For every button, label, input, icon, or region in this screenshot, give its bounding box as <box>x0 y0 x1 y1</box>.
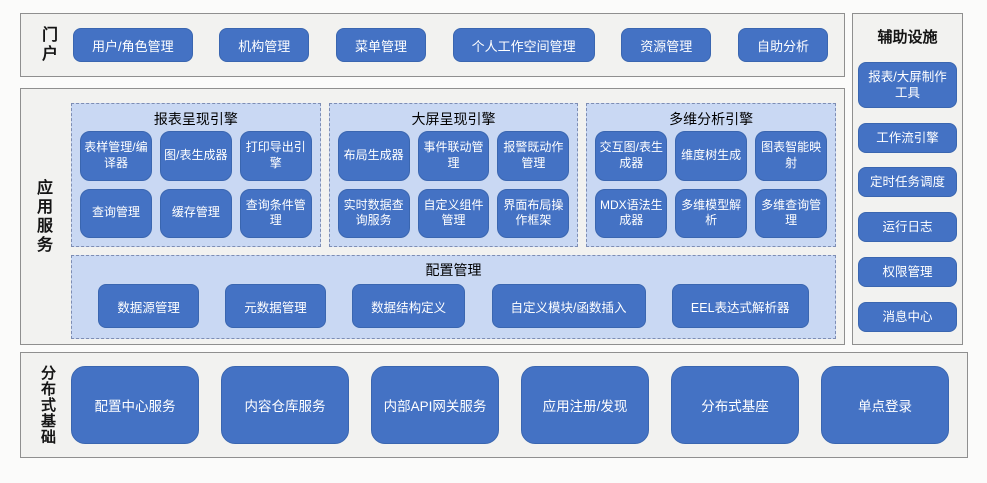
engine-button-multidim-model-parse[interactable]: 多维模型解析 <box>675 188 748 238</box>
portal-section-label: 门户 <box>39 26 56 64</box>
olap-engine-panel: 多维分析引擎 交互图/表生成器 维度树生成 图表智能映射 MDX语法生成器 多维… <box>586 103 837 247</box>
engine-button-style-mgmt-compiler[interactable]: 表样管理/编译器 <box>80 131 152 181</box>
engine-button-query-mgmt[interactable]: 查询管理 <box>80 188 152 238</box>
aux-button-message-center[interactable]: 消息中心 <box>858 301 957 332</box>
bigscreen-engine-grid: 布局生成器 事件联动管理 报警既动作管理 实时数据查询服务 自定义组件管理 界面… <box>337 131 570 238</box>
portal-button-menu-mgmt[interactable]: 菜单管理 <box>335 28 426 62</box>
engine-button-multidim-query-mgmt[interactable]: 多维查询管理 <box>755 188 828 238</box>
engine-button-print-export[interactable]: 打印导出引擎 <box>239 131 312 181</box>
aux-button-workflow-engine[interactable]: 工作流引擎 <box>858 122 957 153</box>
dist-button-single-sign-on[interactable]: 单点登录 <box>821 366 949 444</box>
config-button-metadata-mgmt[interactable]: 元数据管理 <box>225 284 326 328</box>
report-engine-title: 报表呈现引擎 <box>153 111 238 127</box>
engine-button-smart-chart-mapping[interactable]: 图表智能映射 <box>755 131 828 181</box>
config-mgmt-title: 配置管理 <box>425 262 482 278</box>
portal-button-workspace-mgmt[interactable]: 个人工作空间管理 <box>452 28 595 62</box>
portal-button-org-mgmt[interactable]: 机构管理 <box>219 28 310 62</box>
engine-button-layout-generator[interactable]: 布局生成器 <box>337 131 410 181</box>
app-services-section: 应用服务 报表呈现引擎 表样管理/编译器 图/表生成器 打印导出引擎 查询管理 … <box>20 88 845 345</box>
config-mgmt-panel: 配置管理 数据源管理 元数据管理 数据结构定义 自定义模块/函数插入 EEL表达… <box>71 255 836 339</box>
engine-button-interactive-chart-generator[interactable]: 交互图/表生成器 <box>595 131 668 181</box>
config-button-custom-module-function[interactable]: 自定义模块/函数插入 <box>491 284 646 328</box>
olap-engine-grid: 交互图/表生成器 维度树生成 图表智能映射 MDX语法生成器 多维模型解析 多维… <box>595 131 828 238</box>
engine-button-ui-layout-framework[interactable]: 界面布局操作框架 <box>497 188 570 238</box>
engine-button-query-condition-mgmt[interactable]: 查询条件管理 <box>239 188 312 238</box>
distributed-section-label: 分布式基础 <box>39 365 56 445</box>
dist-button-distributed-base[interactable]: 分布式基座 <box>671 366 799 444</box>
distributed-section: 分布式基础 配置中心服务 内容仓库服务 内部API网关服务 应用注册/发现 分布… <box>20 352 968 458</box>
olap-engine-title: 多维分析引擎 <box>669 111 754 127</box>
engine-button-alarm-action-mgmt[interactable]: 报警既动作管理 <box>497 131 570 181</box>
engine-button-realtime-data-query[interactable]: 实时数据查询服务 <box>337 188 410 238</box>
aux-button-permission-mgmt[interactable]: 权限管理 <box>858 257 957 288</box>
aux-button-run-logs[interactable]: 运行日志 <box>858 212 957 243</box>
report-engine-grid: 表样管理/编译器 图/表生成器 打印导出引擎 查询管理 缓存管理 查询条件管理 <box>80 131 312 238</box>
engine-panel-row: 报表呈现引擎 表样管理/编译器 图/表生成器 打印导出引擎 查询管理 缓存管理 … <box>71 103 837 247</box>
aux-button-report-bigscreen-tool[interactable]: 报表/大屏制作工具 <box>858 61 957 108</box>
auxiliary-section-label: 辅助设施 <box>877 29 938 46</box>
portal-button-user-role-mgmt[interactable]: 用户/角色管理 <box>73 28 193 62</box>
engine-button-dimension-tree[interactable]: 维度树生成 <box>675 131 748 181</box>
config-button-datasource-mgmt[interactable]: 数据源管理 <box>98 284 199 328</box>
report-engine-panel: 报表呈现引擎 表样管理/编译器 图/表生成器 打印导出引擎 查询管理 缓存管理 … <box>71 103 321 247</box>
engine-button-cache-mgmt[interactable]: 缓存管理 <box>159 188 232 238</box>
engine-button-event-linkage-mgmt[interactable]: 事件联动管理 <box>417 131 490 181</box>
bigscreen-engine-title: 大屏呈现引擎 <box>411 111 496 127</box>
config-button-eel-expression-parser[interactable]: EEL表达式解析器 <box>671 284 809 328</box>
engine-button-mdx-generator[interactable]: MDX语法生成器 <box>595 188 668 238</box>
portal-button-self-analysis[interactable]: 自助分析 <box>737 28 828 62</box>
auxiliary-section: 辅助设施 报表/大屏制作工具 工作流引擎 定时任务调度 运行日志 权限管理 消息… <box>852 13 963 345</box>
dist-button-config-center-service[interactable]: 配置中心服务 <box>71 366 199 444</box>
portal-button-resource-mgmt[interactable]: 资源管理 <box>621 28 712 62</box>
app-services-section-label: 应用服务 <box>34 178 51 255</box>
dist-button-content-repo-service[interactable]: 内容仓库服务 <box>221 366 349 444</box>
distributed-button-row: 配置中心服务 内容仓库服务 内部API网关服务 应用注册/发现 分布式基座 单点… <box>71 366 949 444</box>
engine-button-custom-component-mgmt[interactable]: 自定义组件管理 <box>417 188 490 238</box>
engine-button-chart-table-generator[interactable]: 图/表生成器 <box>159 131 232 181</box>
aux-button-scheduled-tasks[interactable]: 定时任务调度 <box>858 167 957 198</box>
dist-button-app-register-discovery[interactable]: 应用注册/发现 <box>521 366 649 444</box>
bigscreen-engine-panel: 大屏呈现引擎 布局生成器 事件联动管理 报警既动作管理 实时数据查询服务 自定义… <box>328 103 579 247</box>
config-button-row: 数据源管理 元数据管理 数据结构定义 自定义模块/函数插入 EEL表达式解析器 <box>82 282 825 330</box>
portal-button-row: 用户/角色管理 机构管理 菜单管理 个人工作空间管理 资源管理 自助分析 <box>73 28 828 62</box>
config-button-data-structure-def[interactable]: 数据结构定义 <box>352 284 466 328</box>
portal-section: 门户 用户/角色管理 机构管理 菜单管理 个人工作空间管理 资源管理 自助分析 <box>20 13 845 77</box>
dist-button-internal-api-gateway[interactable]: 内部API网关服务 <box>371 366 499 444</box>
